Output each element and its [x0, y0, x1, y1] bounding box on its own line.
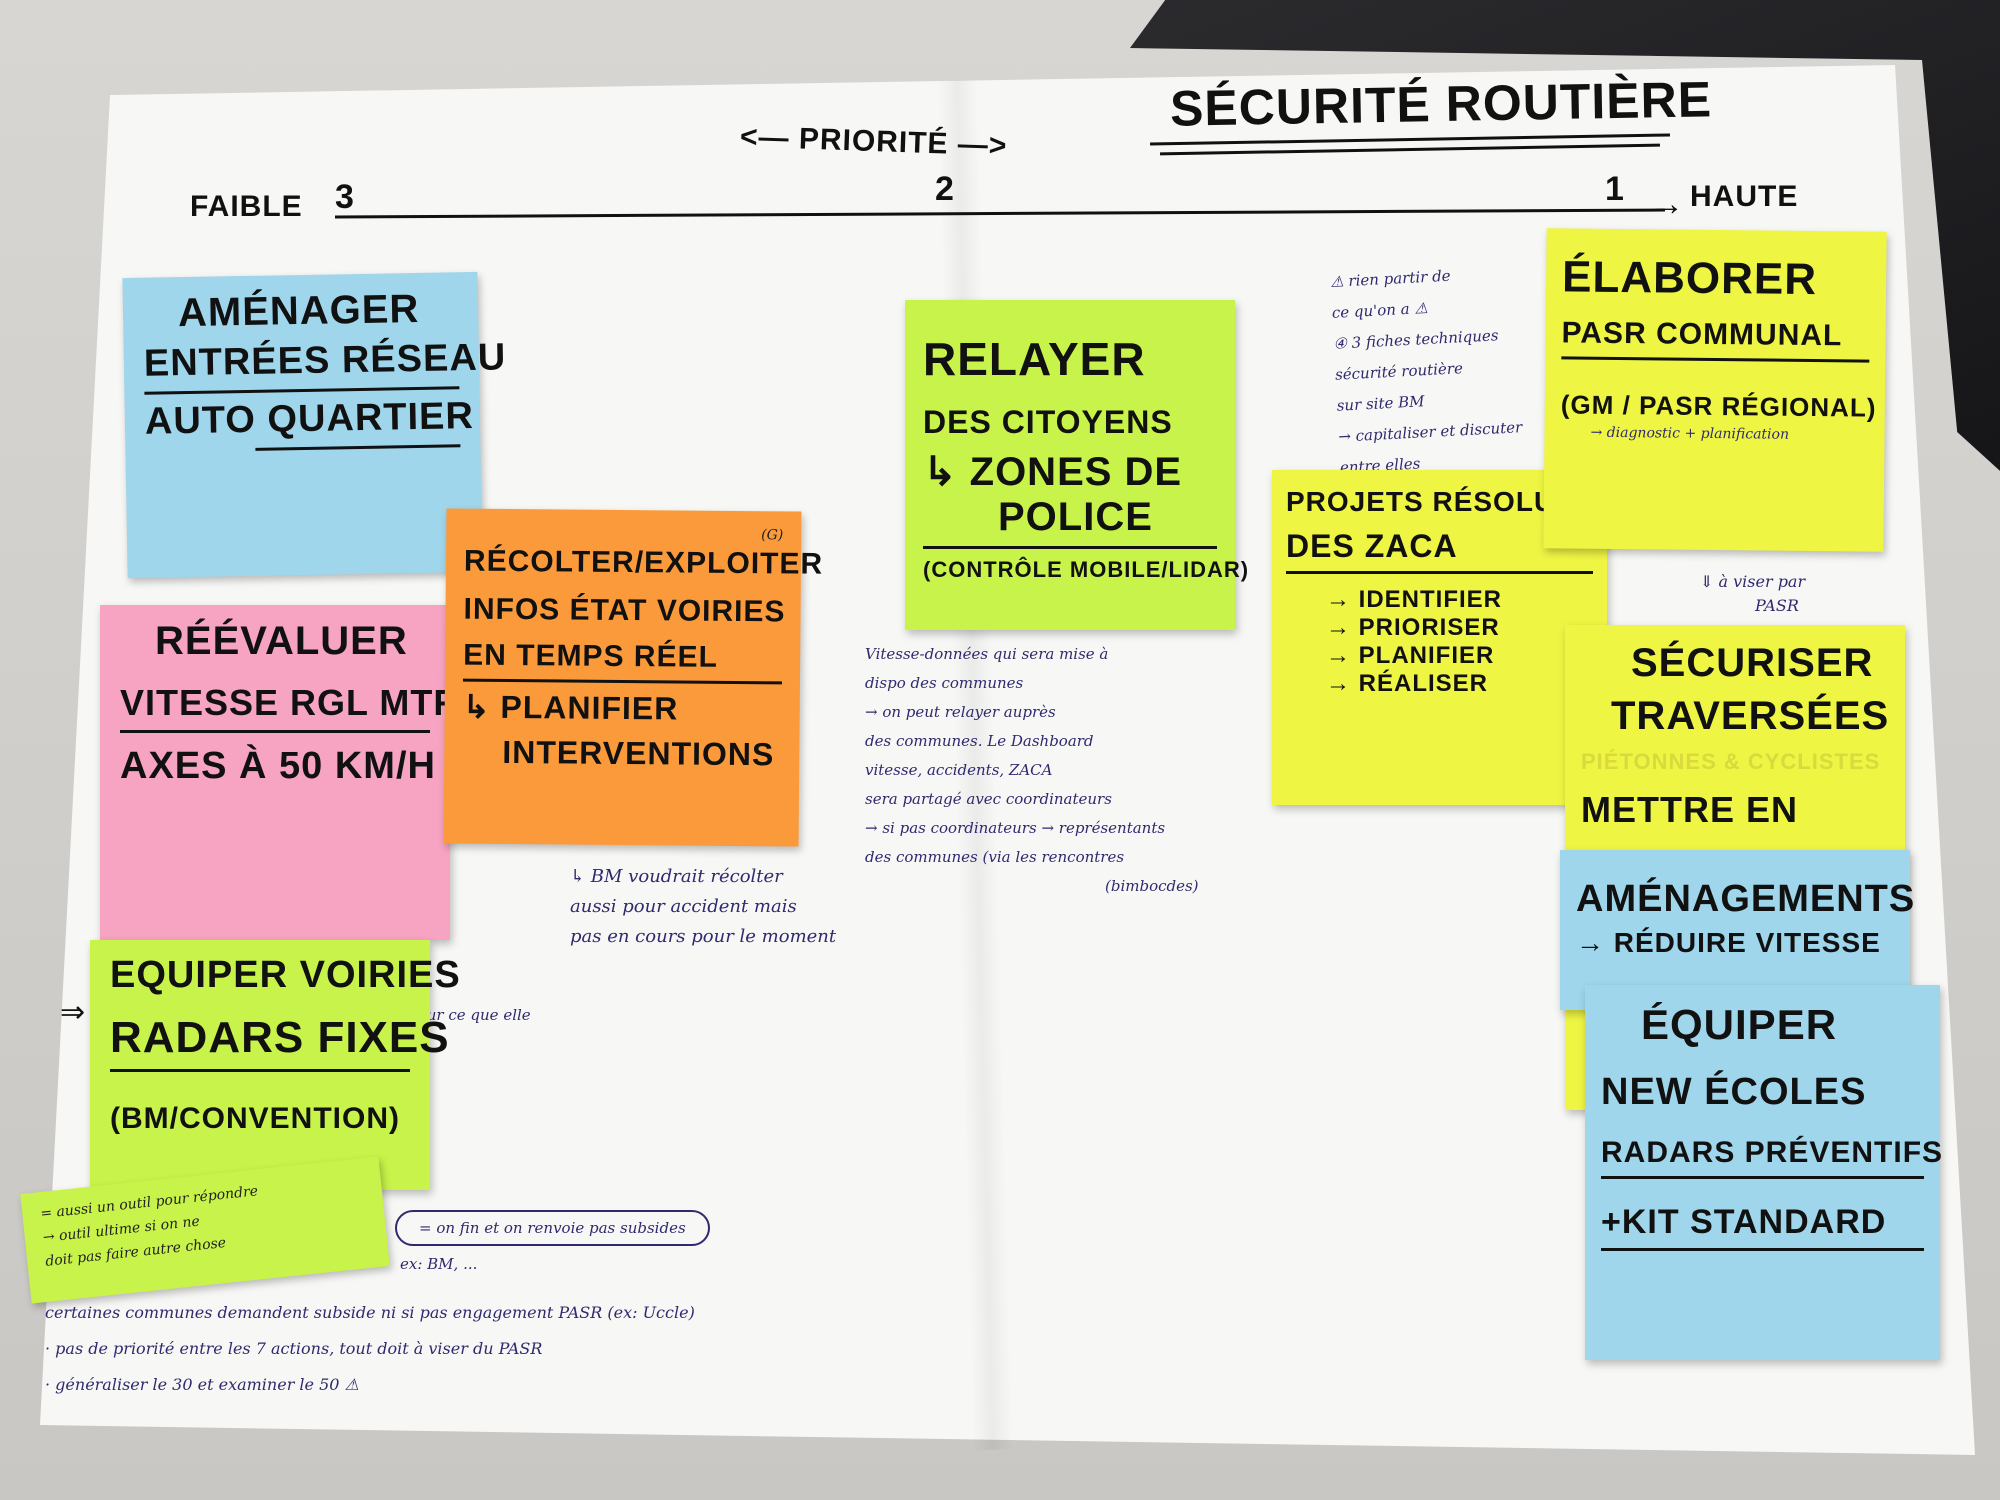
note-rule [1286, 571, 1593, 574]
note-relayer-citoyens[interactable]: Relayer des citoyens ↳ Zones de police (… [905, 300, 1250, 630]
note-line: police [998, 495, 1153, 539]
note-rule [144, 386, 460, 395]
scale-number-3: 3 [335, 178, 355, 216]
note-line: Sécuriser [1631, 641, 1874, 685]
scale-number-1: 1 [1605, 170, 1625, 208]
note-step: → Identifier [1326, 586, 1503, 613]
note-rule [1601, 1248, 1924, 1251]
left-double-arrow: ⇒ [60, 996, 87, 1029]
note-amenagements[interactable]: Aménagements → Réduire vitesse [1560, 850, 1916, 1010]
axis-arrow-head: → [1650, 185, 1685, 223]
note-line: Entrées réseau [143, 336, 507, 385]
annotation-below-green: Vitesse-données qui sera mise à dispo de… [865, 645, 1199, 895]
note-line: Équiper [1641, 1001, 1838, 1048]
note-line: Récolter/exploiter [463, 544, 824, 581]
note-equiper-ecoles[interactable]: Équiper new écoles radars préventifs +ki… [1585, 985, 1944, 1360]
note-line: Aménagements [1576, 878, 1916, 920]
note-line: Auto quartier [144, 395, 475, 443]
note-line: interventions [502, 733, 775, 773]
note-line: Piétonnes & cyclistes [1581, 749, 1881, 774]
note-line: radars préventifs [1601, 1136, 1944, 1169]
note-text: → diagnostic + planification [1590, 424, 1790, 443]
note-step: → Réaliser [1326, 670, 1489, 697]
note-rule [462, 678, 782, 685]
note-step: → Planifier [1326, 642, 1495, 669]
scale-low-label: Faible [190, 190, 303, 223]
note-elaborer-pasr[interactable]: Élaborer PASR communal (GM / PASR Région… [1543, 228, 1887, 552]
note-line: Élaborer [1561, 252, 1818, 305]
note-rule [1561, 356, 1870, 363]
note-line: en temps réel [463, 638, 719, 674]
annotation-bottom-left: certaines communes demandent subside ni … [45, 1303, 695, 1394]
note-rule [120, 730, 430, 733]
annotation-ex: ex: BM, ... [400, 1255, 478, 1273]
note-line: ↳ Zones de [923, 450, 1183, 494]
note-reevaluer-vitesse[interactable]: Réévaluer Vitesse rgl mtre Axes à 50 km/… [100, 605, 486, 940]
note-line: (GM / PASR Régional) [1560, 389, 1877, 423]
annotation-circled: = on fin et on renvoie pas subsides [395, 1210, 710, 1246]
note-line: des citoyens [923, 404, 1173, 440]
note-line: (Contrôle mobile/Lidar) [923, 557, 1250, 582]
note-rule [255, 444, 461, 451]
note-line: infos état voiries [463, 592, 786, 629]
note-line: Traversées [1611, 694, 1890, 738]
note-equiper-radars-fixes[interactable]: Equiper voiries Radars fixes (BM/convent… [90, 940, 461, 1190]
note-line: new écoles [1601, 1071, 1867, 1113]
note-step: → Prioriser [1326, 614, 1500, 641]
annotation-left-arrow-text: ... sur ce que elle [400, 1006, 531, 1024]
note-line: ↳ Planifier [462, 688, 679, 727]
note-rule [1601, 1176, 1924, 1179]
note-line: PASR communal [1561, 316, 1843, 353]
note-amenager-entrees[interactable]: Aménager Entrées réseau Auto quartier [122, 271, 507, 579]
note-line: (BM/convention) [110, 1102, 400, 1135]
note-line: Axes à 50 km/h [120, 745, 436, 787]
note-line: Relayer [923, 333, 1146, 385]
page-title: Sécurité Routière [1169, 71, 1713, 137]
note-rule [923, 546, 1217, 549]
annotation-right-top: ⚠ rien partir de ce qu'on a ⚠ ④ 3 fiches… [1329, 266, 1523, 477]
note-line: Equiper voiries [110, 954, 461, 996]
note-tag: (G) [761, 527, 784, 544]
note-line: Radars fixes [110, 1013, 450, 1062]
note-line: Réévaluer [155, 619, 408, 663]
note-line: Vitesse rgl mtre [120, 682, 486, 723]
note-line: Mettre en [1581, 789, 1799, 830]
annotation-right-mid: ⇓ à viser par PASR [1700, 572, 1806, 615]
note-line: des ZACA [1286, 528, 1458, 564]
annotation-below-orange: ↳ BM voudrait récolter aussi pour accide… [570, 866, 837, 947]
scale-number-2: 2 [935, 170, 955, 208]
note-rule [110, 1069, 410, 1072]
note-line: → Réduire vitesse [1576, 927, 1881, 958]
note-line: Aménager [177, 286, 420, 336]
note-line: +kit standard [1601, 1203, 1887, 1241]
scale-high-label: Haute [1690, 180, 1799, 213]
note-recolter-exploiter[interactable]: (G) Récolter/exploiter infos état voirie… [443, 508, 824, 847]
